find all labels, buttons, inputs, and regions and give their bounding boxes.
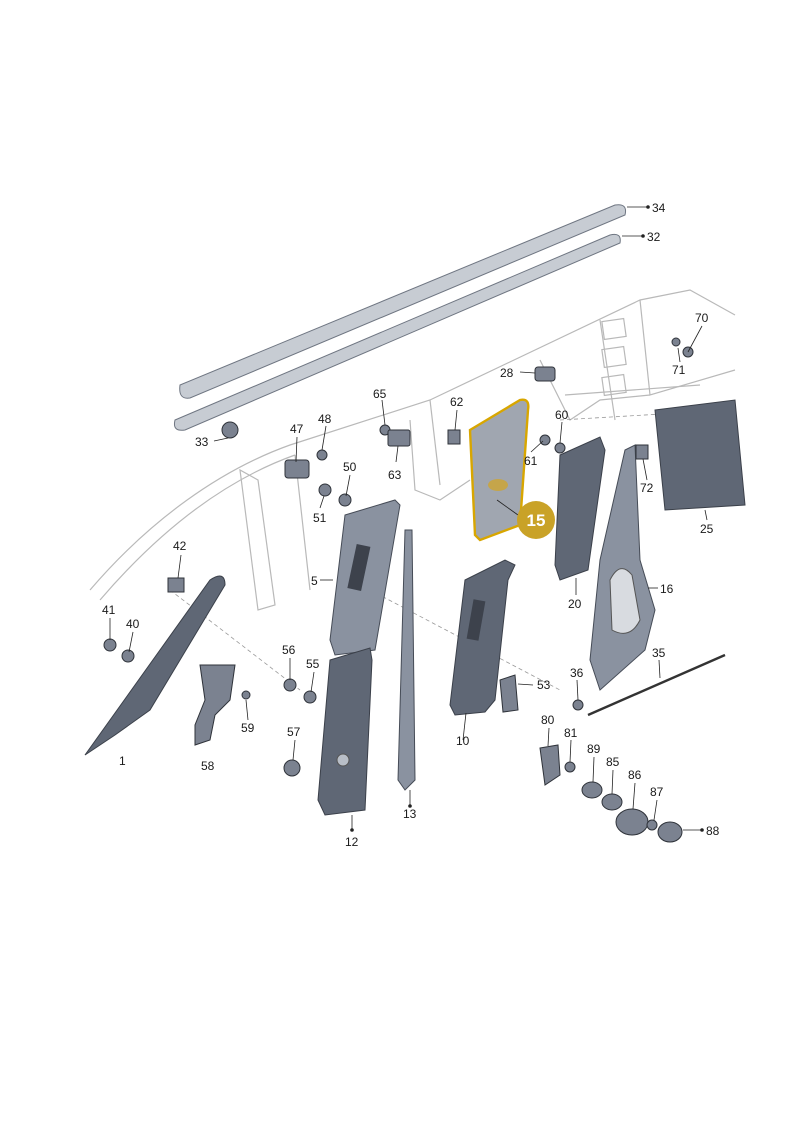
callout-35[interactable]: 35 — [652, 646, 666, 660]
rod-35 — [587, 653, 726, 717]
callout-87[interactable]: 87 — [650, 785, 664, 799]
callout-60[interactable]: 60 — [555, 408, 569, 422]
callout-71[interactable]: 71 — [672, 363, 686, 377]
callout-labels: 34 32 33 70 71 28 65 62 60 48 47 63 61 7… — [102, 201, 720, 849]
callout-85[interactable]: 85 — [606, 755, 620, 769]
callout-58[interactable]: 58 — [201, 759, 215, 773]
a-pillar-trim — [84, 575, 226, 756]
callout-42[interactable]: 42 — [173, 539, 187, 553]
callout-55[interactable]: 55 — [306, 657, 320, 671]
callout-33[interactable]: 33 — [195, 435, 209, 449]
callout-89[interactable]: 89 — [587, 742, 601, 756]
callout-5[interactable]: 5 — [311, 574, 318, 588]
trim-20 — [554, 436, 606, 581]
callout-25[interactable]: 25 — [700, 522, 714, 536]
bracket-58 — [194, 664, 236, 746]
trim-16 — [589, 444, 656, 691]
callout-88[interactable]: 88 — [706, 824, 720, 838]
body-outline — [89, 289, 736, 691]
callout-81[interactable]: 81 — [564, 726, 578, 740]
c-pillar-trim-10 — [449, 559, 516, 716]
seal-strip-13 — [397, 529, 416, 791]
callout-72[interactable]: 72 — [640, 481, 654, 495]
roof-strip-32 — [174, 233, 621, 431]
callout-56[interactable]: 56 — [282, 643, 296, 657]
callout-59[interactable]: 59 — [241, 721, 255, 735]
leader-lines — [109, 205, 708, 832]
highlighted-part-15[interactable] — [468, 398, 530, 542]
callout-34[interactable]: 34 — [652, 201, 666, 215]
callout-41[interactable]: 41 — [102, 603, 116, 617]
callout-63[interactable]: 63 — [388, 468, 402, 482]
cover-53 — [499, 674, 519, 713]
callout-13[interactable]: 13 — [403, 807, 417, 821]
callout-40[interactable]: 40 — [126, 617, 140, 631]
callout-28[interactable]: 28 — [500, 366, 514, 380]
b-pillar-lower-12 — [317, 647, 373, 816]
roof-strip-34 — [179, 204, 626, 399]
callout-51[interactable]: 51 — [313, 511, 327, 525]
callout-47[interactable]: 47 — [290, 422, 304, 436]
callout-65[interactable]: 65 — [373, 387, 387, 401]
callout-53[interactable]: 53 — [537, 678, 551, 692]
callout-16[interactable]: 16 — [660, 582, 674, 596]
callout-50[interactable]: 50 — [343, 460, 357, 474]
callout-80[interactable]: 80 — [541, 713, 555, 727]
trim-25 — [654, 399, 746, 511]
callout-36[interactable]: 36 — [570, 666, 584, 680]
b-pillar-upper-5 — [329, 499, 401, 656]
callout-86[interactable]: 86 — [628, 768, 642, 782]
callout-1[interactable]: 1 — [119, 754, 126, 768]
callout-62[interactable]: 62 — [450, 395, 464, 409]
callout-57[interactable]: 57 — [287, 725, 301, 739]
highlight-label: 15 — [527, 511, 546, 530]
callout-61[interactable]: 61 — [524, 454, 538, 468]
callout-12[interactable]: 12 — [345, 835, 359, 849]
highlight-badge-15[interactable]: 15 — [517, 501, 555, 539]
callout-10[interactable]: 10 — [456, 734, 470, 748]
hardware-parts — [103, 337, 694, 843]
callout-48[interactable]: 48 — [318, 412, 332, 426]
callout-32[interactable]: 32 — [647, 230, 661, 244]
callout-70[interactable]: 70 — [695, 311, 709, 325]
callout-20[interactable]: 20 — [568, 597, 582, 611]
